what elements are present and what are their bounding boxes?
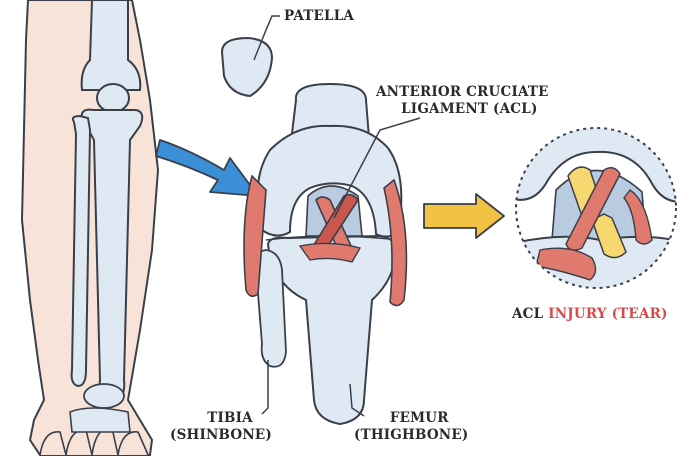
- tibia-label-line1: TIBIA: [207, 410, 253, 426]
- patella-bone: [220, 36, 274, 98]
- femur-label: FEMUR (THIGHBONE): [354, 410, 468, 444]
- knee-joint: [243, 82, 408, 426]
- tibia-label-line2: (SHINBONE): [170, 427, 272, 443]
- acl-label: ANTERIOR CRUCIATE LIGAMENT (ACL): [376, 84, 549, 118]
- lateral-ligament: [243, 174, 267, 298]
- patella-label-text: PATELLA: [284, 8, 355, 24]
- leg-illustration: [20, 0, 160, 456]
- injury-label-tear: INJURY (TEAR): [548, 306, 668, 322]
- patella-leader: [253, 15, 280, 61]
- yellow-arrow: [423, 193, 505, 239]
- femur-label-line2: (THIGHBONE): [354, 427, 469, 443]
- patella-label: PATELLA: [284, 8, 354, 25]
- leg-ankle: [83, 383, 125, 409]
- injury-label: ACL INJURY (TEAR): [512, 306, 668, 323]
- leg-femur: [80, 0, 142, 91]
- acl-label-line2: LIGAMENT (ACL): [401, 101, 538, 117]
- tibia-leader: [261, 360, 269, 415]
- acl-label-line1: ANTERIOR CRUCIATE: [376, 84, 549, 100]
- ligament-base: [298, 242, 362, 263]
- magnified-medial-ligament: [623, 189, 653, 245]
- leg-patella: [96, 83, 130, 113]
- torn-acl-lower: [591, 213, 627, 259]
- femur-leader: [349, 383, 365, 417]
- leg-foot-bones: [69, 407, 131, 433]
- magnified-pcl: [565, 167, 621, 251]
- blue-arrow: [155, 139, 259, 197]
- medial-ligament: [383, 178, 408, 307]
- femur-label-line1: FEMUR: [389, 410, 449, 426]
- tibia-bone: [266, 234, 398, 426]
- acl-leader: [333, 117, 421, 219]
- tibia-label: TIBIA (SHINBONE): [170, 410, 272, 444]
- leg-fibula: [70, 114, 92, 388]
- injury-label-acl: ACL: [512, 306, 544, 322]
- magnified-side-ligament: [535, 247, 597, 281]
- magnified-tibia: [516, 235, 676, 288]
- tear-magnifier: [515, 127, 677, 289]
- magnifier-ring: [515, 127, 677, 289]
